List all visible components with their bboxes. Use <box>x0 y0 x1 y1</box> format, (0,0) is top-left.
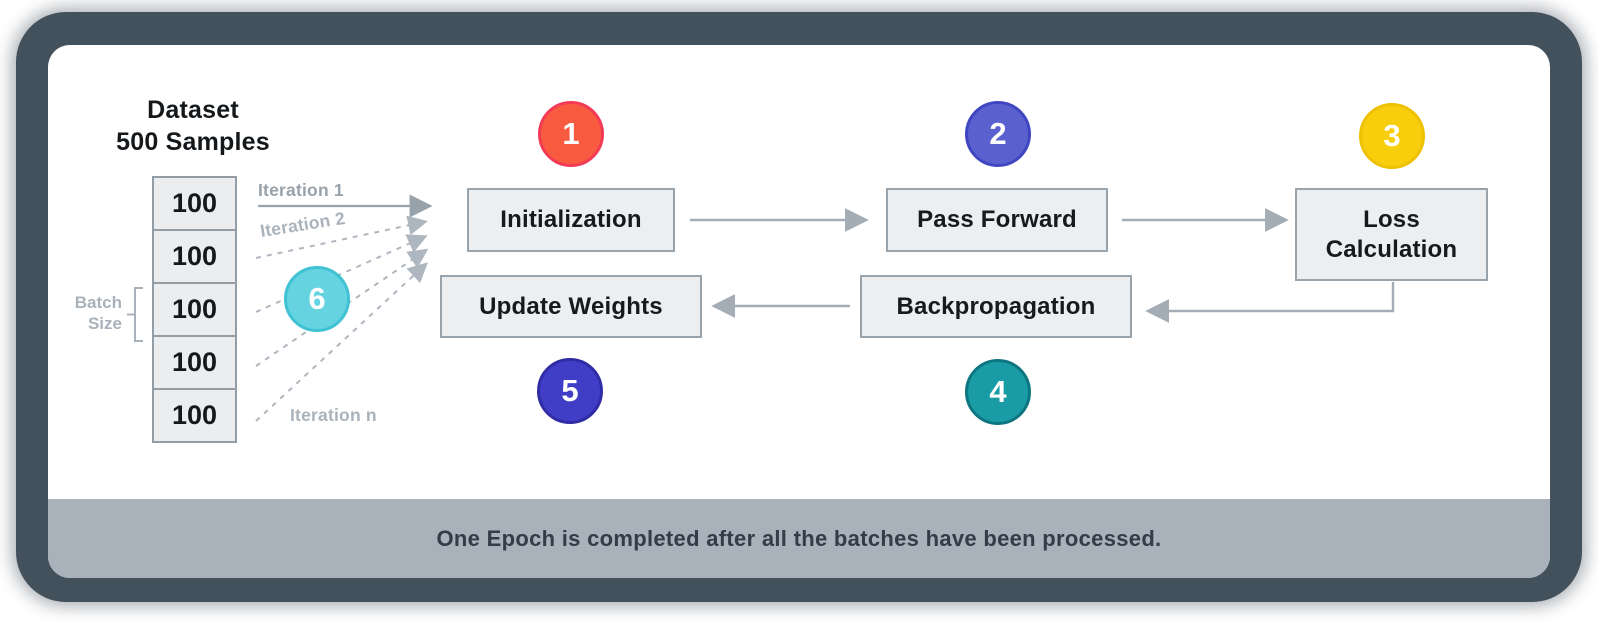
dataset-cell: 100 <box>152 229 237 284</box>
iteration-n-arrow <box>255 262 428 422</box>
dataset-title-line1: Dataset <box>147 96 239 124</box>
loss-to-back-arrow <box>1145 282 1395 323</box>
dataset-stack: 100 100 100 100 100 <box>152 176 237 443</box>
step-badge-3: 3 <box>1359 103 1425 169</box>
iteration-2-arrow <box>255 215 428 259</box>
step-badge-6-number: 6 <box>308 281 326 316</box>
step-badge-2: 2 <box>965 101 1031 167</box>
dataset-cell: 100 <box>152 335 237 390</box>
step-badge-4: 4 <box>965 359 1031 425</box>
step-badge-5: 5 <box>537 358 603 424</box>
iteration-label-n: Iteration n <box>290 405 377 425</box>
dataset-cell: 100 <box>152 282 237 337</box>
step-box-backpropagation: Backpropagation <box>860 275 1132 338</box>
step-box-update-weights: Update Weights <box>440 275 702 338</box>
dataset-cell: 100 <box>152 388 237 443</box>
step-badge-2-number: 2 <box>989 116 1007 151</box>
dataset-title-line2: 500 Samples <box>116 128 270 156</box>
step-box-initialization: Initialization <box>467 188 675 252</box>
footer-bar: One Epoch is completed after all the bat… <box>48 499 1550 578</box>
step-box-pass-forward: Pass Forward <box>886 188 1108 252</box>
batch-size-label: Batch Size <box>74 293 122 333</box>
batch-bracket-icon <box>127 287 143 342</box>
dataset-title: Dataset 500 Samples <box>80 94 306 158</box>
step-box-loss-calculation: Loss Calculation <box>1295 188 1488 281</box>
iteration-label-1: Iteration 1 <box>258 180 344 200</box>
step-badge-6: 6 <box>284 266 350 332</box>
step-badge-4-number: 4 <box>989 374 1007 409</box>
footer-note: One Epoch is completed after all the bat… <box>436 525 1162 551</box>
step-badge-3-number: 3 <box>1383 118 1401 153</box>
step-badge-5-number: 5 <box>561 373 579 408</box>
dataset-cell: 100 <box>152 176 237 231</box>
step-badge-1-number: 1 <box>562 116 580 151</box>
step-badge-1: 1 <box>538 101 604 167</box>
